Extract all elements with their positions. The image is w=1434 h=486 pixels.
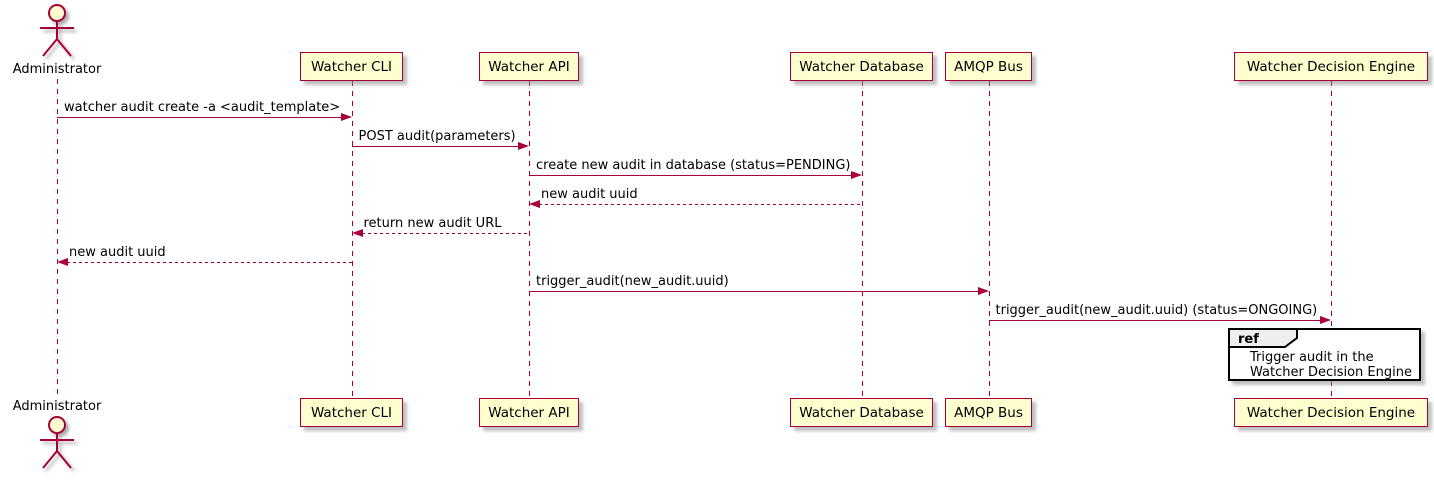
message-label-0: watcher audit create -a <audit_template> (64, 100, 341, 115)
fragment-text-line: Watcher Decision Engine (1250, 365, 1412, 380)
svg-text:ref: ref (1238, 332, 1259, 347)
lifeline-cli (351, 81, 353, 398)
message-line-3 (539, 204, 862, 205)
message-arrowhead-2 (850, 171, 862, 179)
message-label-1: POST audit(parameters) (358, 129, 516, 144)
participant-top-cli: Watcher CLI (300, 52, 403, 81)
message-label-2: create new audit in database (status=PEN… (536, 158, 851, 173)
message-label-7: trigger_audit(new_audit.uuid) (status=ON… (995, 303, 1318, 318)
message-arrowhead-3 (529, 200, 540, 208)
message-line-0 (57, 117, 342, 118)
participant-top-wde: Watcher Decision Engine (1234, 52, 1428, 81)
message-arrowhead-5 (57, 258, 68, 266)
lifeline-wde (1331, 81, 1332, 398)
message-line-2 (529, 175, 852, 176)
fragment-text-line: Trigger audit in the (1250, 350, 1374, 365)
lifeline-amqp (988, 81, 990, 398)
actor-label-top-admin: Administrator (12, 62, 102, 77)
actor-figure-bottom-admin (35, 415, 79, 477)
message-line-1 (351, 146, 519, 147)
message-arrowhead-1 (518, 142, 529, 150)
message-arrowhead-0 (340, 113, 352, 121)
lifeline-api (529, 81, 530, 398)
participant-top-amqp: AMQP Bus (945, 52, 1032, 81)
lifeline-db (861, 81, 863, 398)
participant-bottom-cli: Watcher CLI (300, 398, 403, 427)
participant-bottom-api: Watcher API (479, 398, 579, 427)
message-label-4: return new audit URL (363, 216, 502, 231)
participant-top-api: Watcher API (479, 52, 579, 81)
participant-top-db: Watcher Database (790, 52, 933, 81)
message-label-5: new audit uuid (69, 245, 166, 260)
fragment-header: ref (1228, 328, 1300, 353)
message-line-6 (529, 291, 979, 292)
actor-figure-top-admin (35, 3, 79, 65)
message-line-5 (67, 262, 352, 263)
actor-label-bottom-admin: Administrator (12, 399, 102, 414)
participant-bottom-db: Watcher Database (790, 398, 933, 427)
participant-bottom-wde: Watcher Decision Engine (1234, 398, 1428, 427)
message-arrowhead-4 (351, 229, 363, 237)
message-line-4 (361, 233, 529, 234)
participant-bottom-amqp: AMQP Bus (945, 398, 1032, 427)
message-label-3: new audit uuid (541, 187, 638, 202)
message-label-6: trigger_audit(new_audit.uuid) (536, 274, 729, 289)
message-arrowhead-7 (1320, 316, 1331, 324)
message-arrowhead-6 (977, 287, 989, 295)
message-line-7 (988, 320, 1321, 321)
lifeline-admin (57, 79, 58, 398)
